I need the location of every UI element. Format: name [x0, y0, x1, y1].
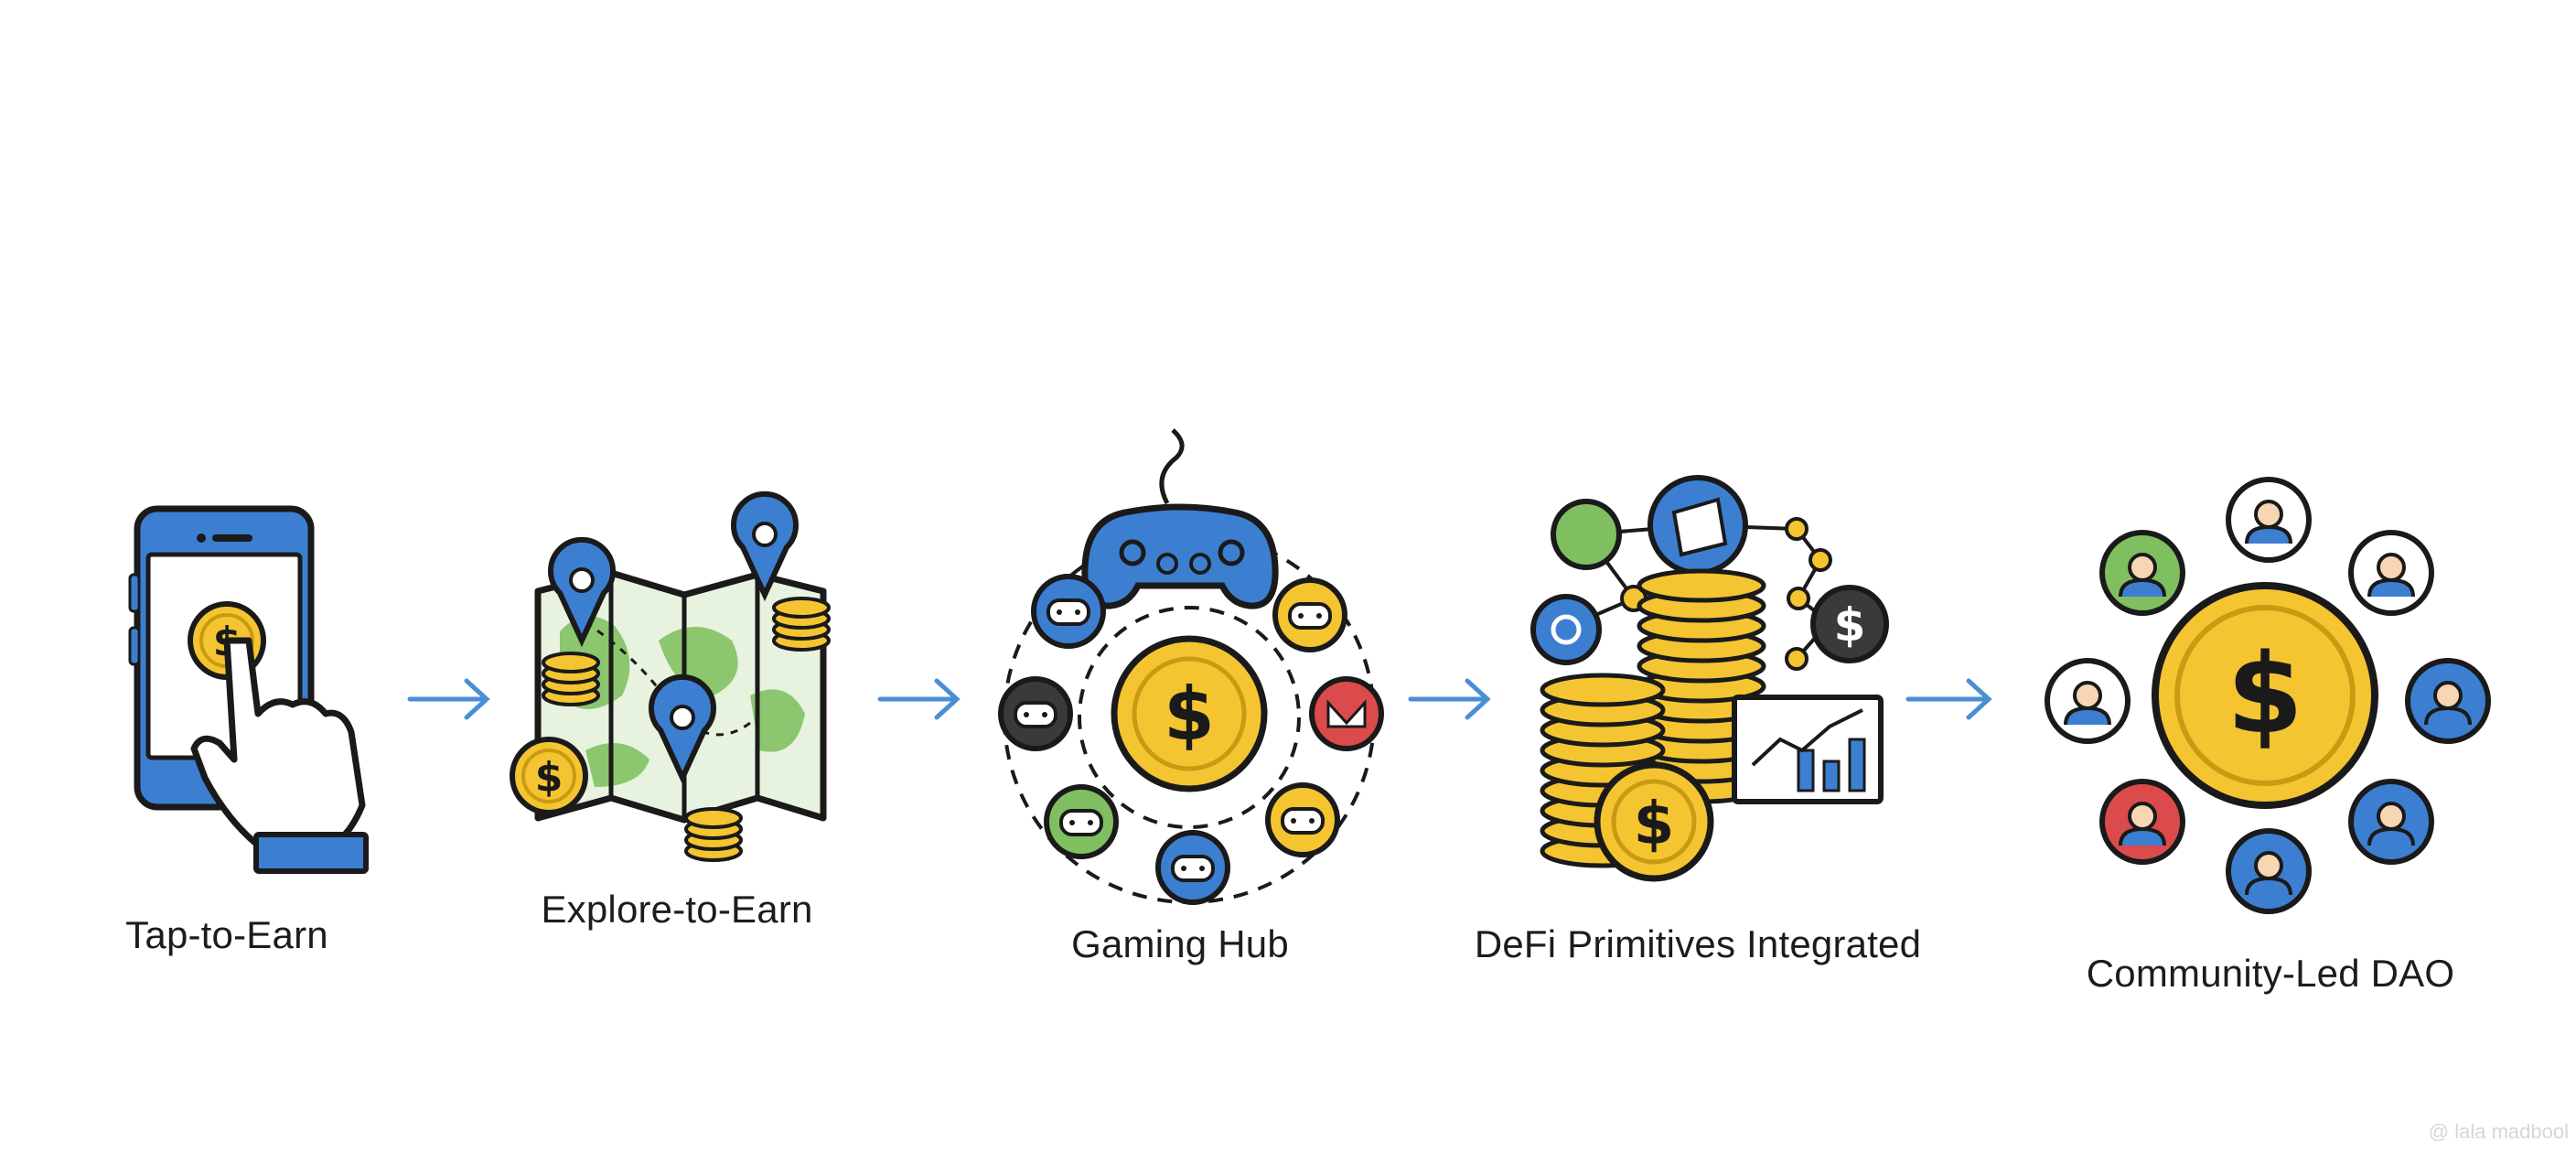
stage-label-gaming-hub: Gaming Hub	[1071, 922, 1289, 965]
stage-label-defi: DeFi Primitives Integrated	[1474, 922, 1922, 965]
stage-label-tap-to-earn: Tap-to-Earn	[125, 913, 328, 956]
svg-text:$: $	[2227, 631, 2303, 759]
treasure-map-icon	[512, 491, 831, 862]
watermark: @ lala madbool	[2428, 1120, 2569, 1143]
arrow-2	[877, 678, 961, 720]
arrow-4	[1905, 678, 1992, 720]
phone-tap-coin-icon	[128, 505, 369, 874]
svg-text:$: $	[1634, 791, 1675, 858]
svg-text:$: $	[1834, 598, 1866, 652]
stage-label-dao: Community-Led DAO	[2086, 952, 2455, 995]
defi-coin-stacks-icon: $	[1530, 475, 1889, 882]
arrow-1	[407, 678, 490, 720]
stage-label-explore-to-earn: Explore-to-Earn	[541, 888, 813, 931]
game-controller-hub-icon: $	[998, 428, 1384, 905]
arrow-3	[1408, 678, 1491, 720]
community-network-icon: $	[2045, 477, 2491, 914]
svg-text:$: $	[1164, 672, 1215, 757]
